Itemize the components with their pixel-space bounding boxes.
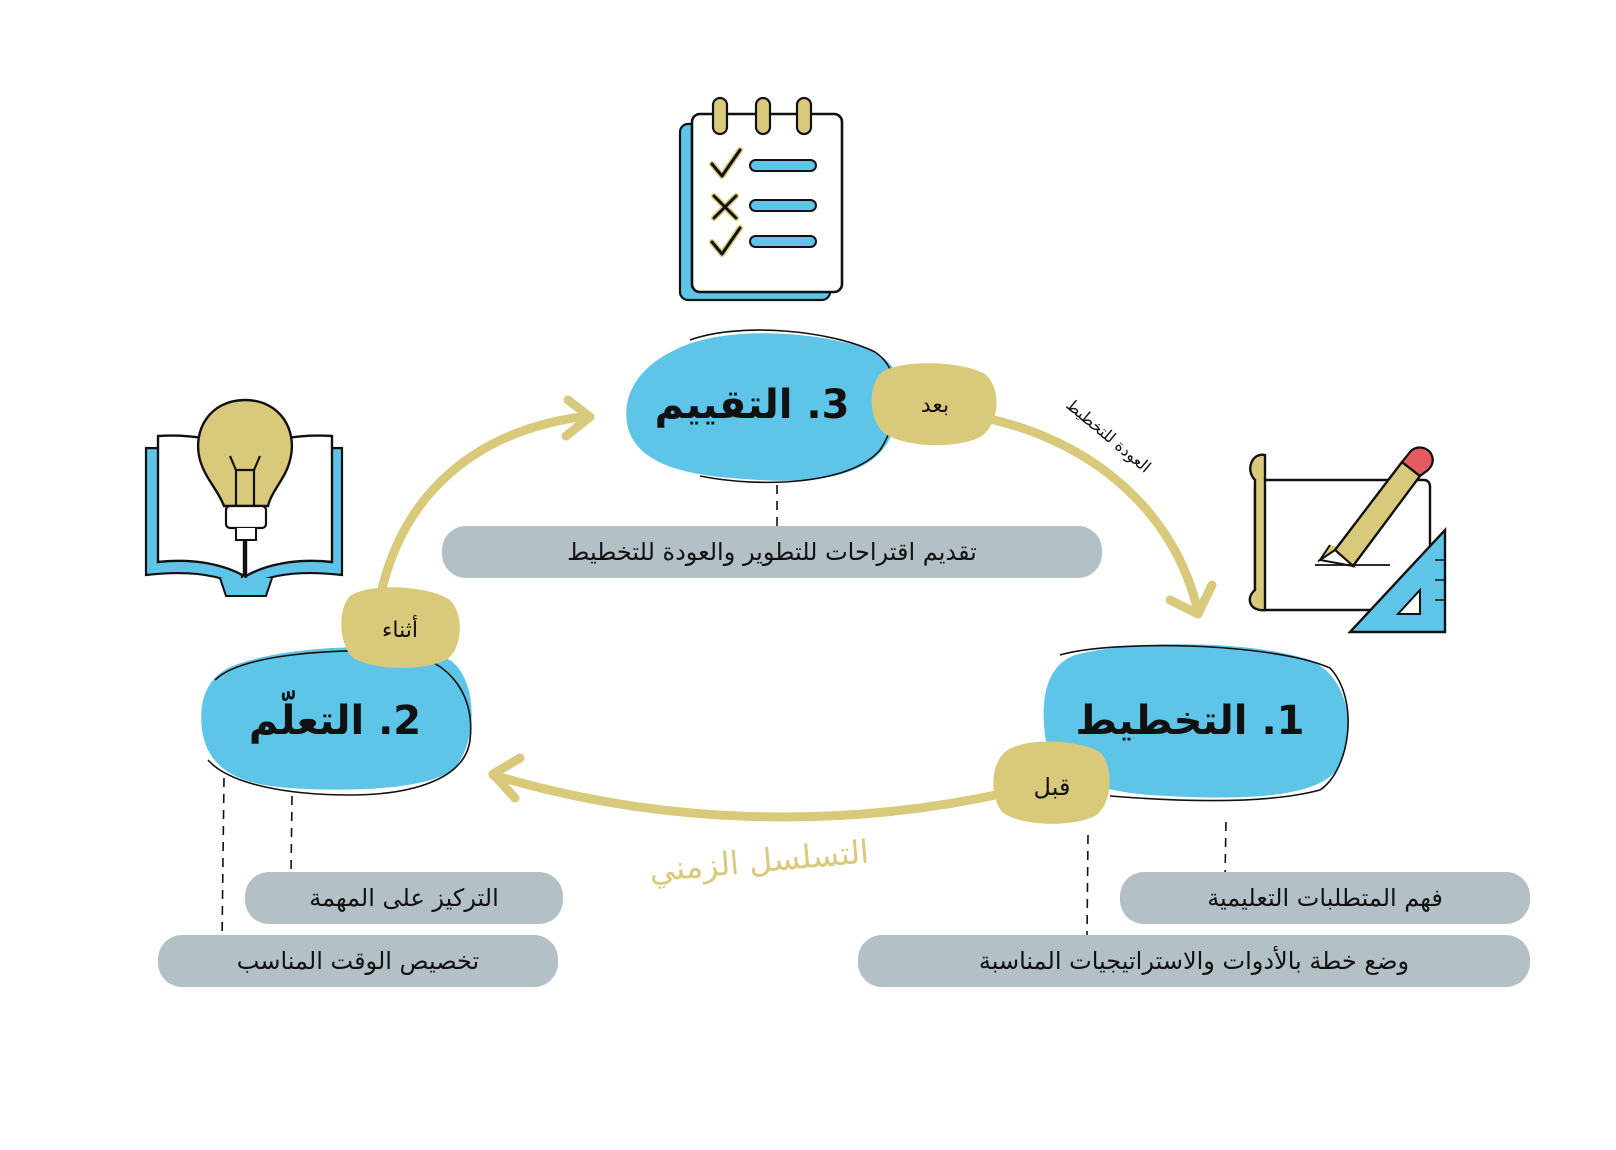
planning-notes: فهم المتطلبات التعليمية وضع خطة بالأدوات… xyxy=(858,872,1530,987)
planning-note-pill-2 xyxy=(858,935,1530,987)
planning-badge xyxy=(993,741,1110,824)
arrow-learning-to-evaluation xyxy=(375,395,595,603)
evaluation-blob xyxy=(626,333,902,481)
learning-note-pill-2 xyxy=(158,935,558,987)
learning-notes: التركيز على المهمة تخصيص الوقت المناسب xyxy=(158,872,563,987)
learning-note-text-1: التركيز على المهمة xyxy=(309,884,499,912)
arrow-evaluation-to-planning xyxy=(980,413,1217,619)
arrow-planning-to-learning xyxy=(488,753,1015,822)
learning-blob xyxy=(201,647,472,790)
evaluation-title: 3. التقييم xyxy=(655,382,850,428)
learning-note-text-2: تخصيص الوقت المناسب xyxy=(237,947,479,975)
planning-blob xyxy=(1043,644,1349,798)
checklist-notepad-icon xyxy=(678,96,844,302)
planning-note-text-2: وضع خطة بالأدوات والاستراتيجيات المناسبة xyxy=(979,946,1409,975)
planning-note-text-1: فهم المتطلبات التعليمية xyxy=(1207,884,1443,912)
evaluation-note-text: تقديم اقتراحات للتطوير والعودة للتخطيط xyxy=(567,538,977,566)
evaluation-badge-label: بعد xyxy=(921,393,949,418)
planning-note-pill-1 xyxy=(1120,872,1530,924)
learning-badge-label: أثناء xyxy=(382,615,418,643)
evaluation-badge xyxy=(871,363,997,446)
dashed-connectors xyxy=(221,485,1227,941)
stage-evaluation: 3. التقييم بعد xyxy=(626,329,997,484)
learning-outline xyxy=(207,650,472,796)
evaluation-notes: تقديم اقتراحات للتطوير والعودة للتخطيط xyxy=(442,526,1102,578)
stage-learning: 2. التعلّم أثناء xyxy=(201,587,472,796)
time-sequence-label: التسلسل الزمني xyxy=(648,833,871,890)
drafting-paper-pencil-ruler-icon xyxy=(1248,446,1447,634)
learning-note-pill-1 xyxy=(245,872,563,924)
lightbulb-book-icon xyxy=(144,398,344,597)
stage-planning: 1. التخطيط قبل xyxy=(993,644,1349,824)
evaluation-note-pill xyxy=(442,526,1102,578)
learning-title: 2. التعلّم xyxy=(249,690,421,744)
planning-outline xyxy=(1059,644,1349,802)
planning-title: 1. التخطيط xyxy=(1076,698,1305,744)
return-to-planning-label: العودة للتخطيط xyxy=(1062,395,1155,477)
learning-badge xyxy=(341,587,460,668)
planning-badge-label: قبل xyxy=(1034,773,1071,801)
